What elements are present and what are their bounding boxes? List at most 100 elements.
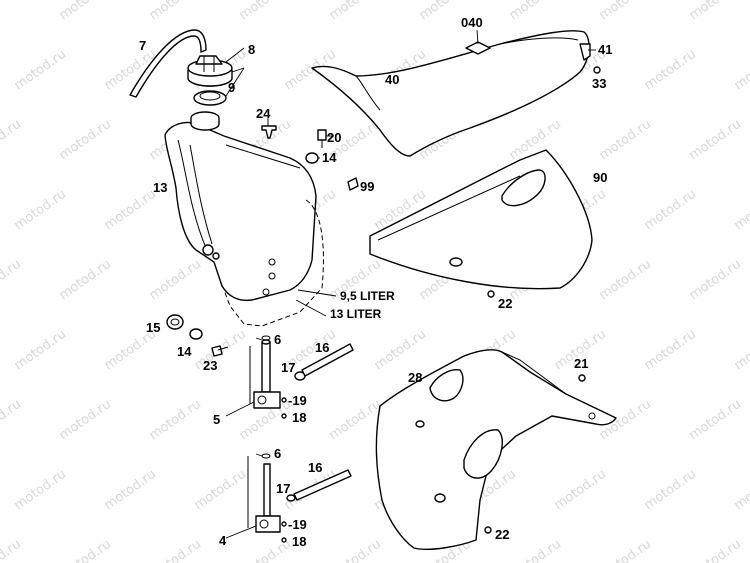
label-22b: 22: [495, 527, 509, 542]
watermark-text: motod.ru: [327, 0, 384, 23]
bolt-part-24[interactable]: [261, 125, 277, 139]
watermark-text: motod.ru: [687, 537, 744, 563]
watermark-text: motod.ru: [642, 47, 699, 93]
watermark-text: motod.ru: [732, 327, 750, 373]
bolt-part-23[interactable]: [211, 345, 229, 357]
label-4: 4: [219, 533, 227, 548]
watermark-text: motod.ru: [327, 397, 384, 443]
watermark-text: motod.ru: [57, 117, 114, 163]
part-labels: 040 7 8 9 41 33 40 24 20 14 13 99 90 9,5…: [139, 15, 612, 549]
screw-part-22a[interactable]: [487, 290, 495, 298]
watermark-text: motod.ru: [597, 537, 654, 563]
screw-part-19b[interactable]: [281, 521, 287, 527]
watermark-text: motod.ru: [507, 537, 564, 563]
fuel-tap-part-5[interactable]: [249, 339, 281, 409]
watermark-text: motod.ru: [687, 257, 744, 303]
rubber-buffer-part-15[interactable]: [166, 314, 184, 330]
label-9: 9: [228, 80, 235, 95]
label-14a: 14: [322, 150, 337, 165]
label-40: 40: [385, 72, 399, 87]
watermark-text: motod.ru: [372, 327, 429, 373]
screw-part-22b[interactable]: [484, 526, 492, 534]
label-13-liter: 13 LITER: [330, 307, 382, 321]
cap-gasket-part-9[interactable]: [193, 90, 227, 106]
leader-lines: [225, 29, 596, 539]
watermark-text: motod.ru: [732, 47, 750, 93]
watermark-text: motod.ru: [12, 47, 69, 93]
fuel-hose-part-16b[interactable]: [293, 469, 352, 501]
label-90: 90: [593, 170, 607, 185]
fuel-cap-part-8[interactable]: [187, 55, 233, 87]
radiator-shroud-part-28[interactable]: [375, 349, 617, 550]
clip-part-99[interactable]: [347, 177, 359, 191]
fuel-tank-part-13[interactable]: [164, 111, 324, 327]
label-21: 21: [574, 356, 588, 371]
watermark-text: motod.ru: [642, 327, 699, 373]
label-33: 33: [592, 76, 606, 91]
screw-part-18a[interactable]: [281, 413, 287, 419]
watermark-text: motod.ru: [147, 257, 204, 303]
bolt-part-20[interactable]: [317, 129, 327, 148]
label-8: 8: [248, 42, 255, 57]
fuel-hose-part-16a[interactable]: [301, 343, 354, 377]
label-41: 41: [598, 42, 612, 57]
label-7: 7: [139, 38, 146, 53]
label-13: 13: [153, 180, 167, 195]
watermark-text: motod.ru: [0, 537, 24, 563]
label-15: 15: [146, 320, 160, 335]
watermark-text: motod.ru: [57, 0, 114, 23]
label-17a: 17: [281, 360, 295, 375]
bolt-part-33[interactable]: [593, 66, 601, 74]
watermark-text: motod.ru: [507, 0, 564, 23]
watermark-text: motod.ru: [597, 257, 654, 303]
screw-part-18b[interactable]: [281, 537, 287, 543]
hose-clip-part-17b[interactable]: [286, 494, 296, 502]
watermark-text: motod.ru: [12, 187, 69, 233]
watermark-text: motod.ru: [12, 327, 69, 373]
label-18a: 18: [292, 410, 306, 425]
rubber-grommet-part-14b[interactable]: [189, 328, 203, 340]
fuel-hose-part-7[interactable]: [129, 29, 207, 98]
label-19a: -19: [288, 393, 307, 408]
rubber-grommet-part-14a[interactable]: [305, 152, 319, 164]
watermark-text: motod.ru: [12, 467, 69, 513]
watermark-text: motod.ru: [732, 187, 750, 233]
watermark-text: motod.ru: [642, 467, 699, 513]
label-23: 23: [203, 358, 217, 373]
label-040: 040: [461, 15, 483, 30]
washer-part-6a[interactable]: [261, 335, 271, 341]
label-18b: 18: [292, 534, 306, 549]
watermark-text: motod.ru: [597, 117, 654, 163]
watermark-text: motod.ru: [0, 0, 24, 23]
screw-part-21[interactable]: [578, 374, 586, 382]
screw-part-19a[interactable]: [281, 397, 287, 403]
label-24: 24: [256, 106, 271, 121]
watermark-text: motod.ru: [147, 397, 204, 443]
watermark-text: motod.ru: [0, 257, 24, 303]
label-20: 20: [327, 130, 341, 145]
label-28: 28: [408, 370, 422, 385]
watermark-text: motod.ru: [57, 537, 114, 563]
label-9-5-liter: 9,5 LITER: [340, 289, 395, 303]
label-22a: 22: [498, 296, 512, 311]
label-14b: 14: [177, 344, 192, 359]
label-19b: -19: [288, 517, 307, 532]
seat-part-40[interactable]: [311, 30, 591, 157]
washer-part-6b[interactable]: [261, 453, 271, 459]
watermark-text: motod.ru: [0, 117, 24, 163]
side-panel-part-90[interactable]: [369, 149, 593, 290]
watermark-text: motod.ru: [102, 187, 159, 233]
watermark-text: motod.ru: [642, 187, 699, 233]
watermark-text: motod.ru: [732, 467, 750, 513]
watermark-text: motod.ru: [687, 0, 744, 23]
watermark-text: motod.ru: [147, 0, 204, 23]
label-5: 5: [213, 412, 220, 427]
label-17b: 17: [276, 481, 290, 496]
label-16b: 16: [308, 460, 322, 475]
watermark-text: motod.ru: [597, 0, 654, 23]
watermark-text: motod.ru: [687, 397, 744, 443]
watermark-text: motod.ru: [552, 467, 609, 513]
watermark-text: motod.ru: [102, 467, 159, 513]
fuel-tap-part-4[interactable]: [247, 456, 281, 533]
